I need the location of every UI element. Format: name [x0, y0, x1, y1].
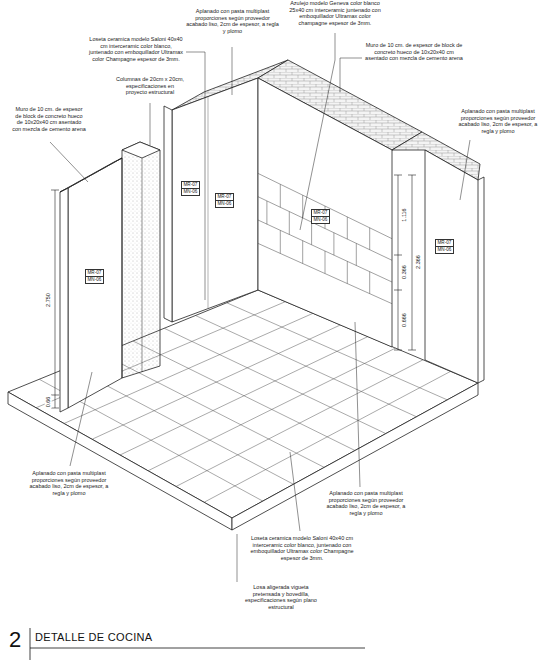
wall-top	[60, 158, 122, 192]
tag-code: MN-06	[216, 200, 233, 207]
right-wall	[425, 150, 478, 383]
dimension: 0.666	[401, 312, 408, 328]
leader-lines	[50, 33, 470, 582]
note: Muro de 10 cm. de espesor de block de co…	[364, 42, 464, 62]
grid-line	[266, 201, 267, 224]
wall-edge	[478, 380, 484, 383]
grid-line	[302, 241, 303, 264]
grid-line	[280, 230, 281, 253]
title-rule	[30, 628, 365, 660]
left-wall	[172, 78, 258, 322]
grid-line	[325, 251, 326, 274]
wall-joint	[208, 97, 209, 308]
front-wall	[68, 158, 122, 408]
grid-line	[347, 261, 348, 283]
note: Aplanado con pasta multiplast proporcion…	[455, 108, 541, 134]
note: Azulejo modelo Geneva color blanco 25x40…	[285, 0, 385, 26]
tag-code: MR-07	[86, 270, 103, 276]
grid-line	[280, 184, 281, 207]
grid-line	[148, 348, 396, 471]
tag-code: MR-07	[182, 182, 199, 188]
grid-line	[369, 228, 370, 250]
tag-code: MN-06	[182, 188, 199, 195]
finish-tag: MR-07MN-06	[215, 193, 234, 208]
tag-code: MR-07	[216, 194, 233, 200]
dimension: 0.66	[45, 396, 52, 409]
wall-end	[60, 188, 68, 412]
finish-tag: MR-07MN-06	[435, 239, 454, 254]
grid-line	[176, 360, 423, 487]
tag-code: MR-07	[312, 210, 329, 216]
drawing-title: DETALLE DE COCINA	[35, 631, 152, 643]
dimension: 0.366	[401, 264, 408, 280]
note: Aplanado con pasta multiplast proporcion…	[320, 490, 412, 516]
grid-line	[204, 371, 451, 502]
tag-code: MN-06	[86, 276, 103, 283]
note: Aplanado con pasta multiplast proporcion…	[185, 8, 280, 34]
finish-tag: MR-07MN-06	[85, 269, 104, 284]
grid-line	[369, 272, 370, 294]
grid-line	[258, 220, 392, 282]
note: Loseta ceramica modelo Saloni 40x40 cm i…	[88, 36, 184, 62]
note: Columnas de 20cm x 20cm, especificacione…	[115, 76, 185, 96]
note: Muro de 10 cm. de espesor de block de co…	[12, 106, 86, 132]
note: Aplanado con pasta multiplast proporcion…	[25, 470, 113, 496]
tag-code: MR-07	[436, 240, 453, 246]
grid-line	[347, 217, 348, 239]
grid-line	[258, 243, 392, 303]
grid-line	[133, 341, 355, 451]
drawing-number: 2	[9, 629, 21, 651]
column-top	[122, 142, 160, 158]
wall-end	[164, 106, 172, 322]
finish-tag: MR-07MN-06	[311, 209, 330, 224]
slab-edge	[232, 383, 478, 530]
dimension: 2.366	[415, 254, 422, 270]
tag-code: MN-06	[436, 246, 453, 253]
wall-edge	[484, 177, 485, 380]
tag-code: MN-06	[312, 216, 329, 223]
grid-line	[356, 243, 357, 265]
back-wall	[258, 78, 392, 347]
note: Losa aligerada vigueta pretensada y bove…	[240, 584, 322, 610]
finish-tag: MR-07MN-06	[181, 181, 200, 196]
dimension-lines	[51, 175, 416, 408]
note: Loseta ceramica modelo Saloni 40x40 cm i…	[250, 535, 354, 561]
column-edge	[142, 158, 143, 372]
slab-edge	[8, 392, 232, 530]
grid-line	[289, 212, 290, 235]
grid-line	[333, 233, 334, 255]
dimension: 2.750	[45, 292, 52, 308]
grid-line	[311, 222, 312, 245]
wall-edge	[478, 177, 484, 180]
dimension: 1.116	[401, 207, 408, 222]
column	[122, 142, 160, 378]
